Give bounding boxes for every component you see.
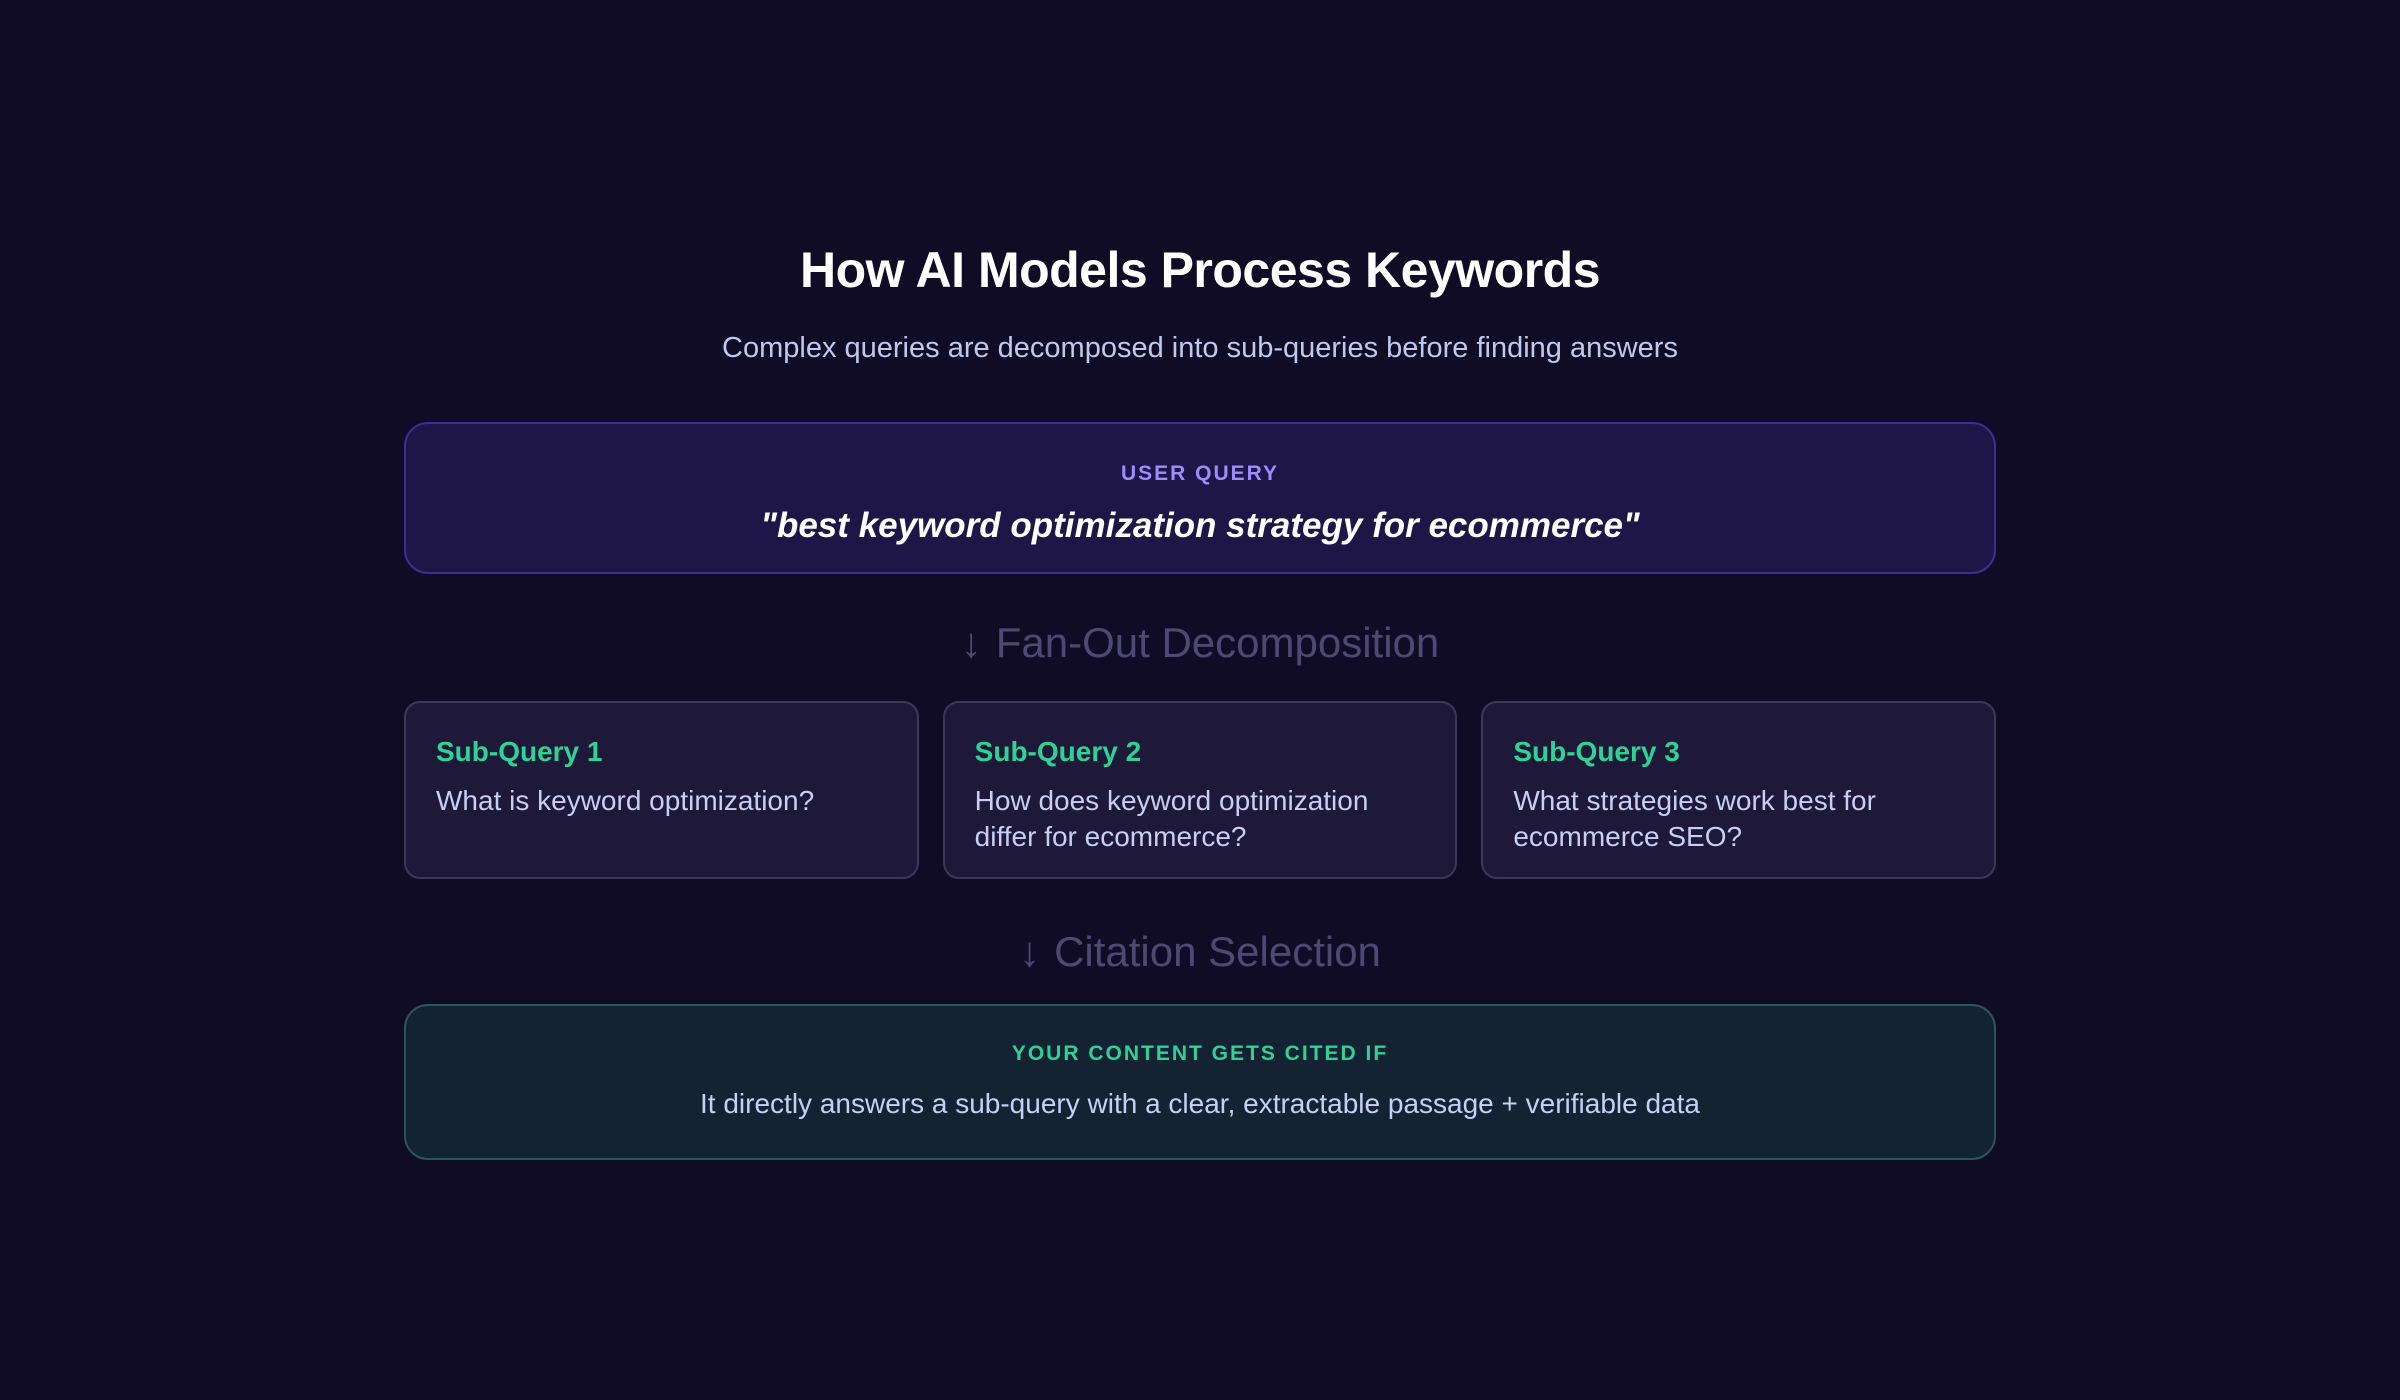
citation-criteria-box: YOUR CONTENT GETS CITED IF It directly a… [404, 1004, 1996, 1161]
stage-fan-out-label: Fan-Out Decomposition [995, 619, 1440, 667]
sub-query-1-text: What is keyword optimization? [436, 785, 815, 817]
user-query-label: USER QUERY [1120, 462, 1280, 486]
sub-query-2-title: Sub-Query 2 [974, 736, 1142, 768]
stage-fan-out-decomposition: ↓ Fan-Out Decomposition [404, 620, 1996, 666]
down-arrow-icon: ↓ [1019, 928, 1041, 976]
sub-query-3-title: Sub-Query 3 [1513, 736, 1680, 768]
page-title: How AI Models Process Keywords [799, 242, 1601, 298]
sub-query-card-1: Sub-Query 1 What is keyword optimization… [404, 701, 919, 880]
down-arrow-icon: ↓ [960, 619, 982, 667]
sub-query-cards-row: Sub-Query 1 What is keyword optimization… [404, 701, 1997, 880]
sub-query-2-text: How does keyword optimization differ for… [974, 785, 1369, 853]
content-column: How AI Models Process Keywords Complex q… [404, 0, 1997, 1161]
stage-citation-label: Citation Selection [1054, 928, 1381, 976]
user-query-box: USER QUERY "best keyword optimization st… [404, 422, 1996, 575]
page-subtitle: Complex queries are decomposed into sub-… [722, 332, 1678, 364]
sub-query-card-2: Sub-Query 2 How does keyword optimizatio… [942, 701, 1458, 880]
sub-query-card-3: Sub-Query 3 What strategies work best fo… [1481, 701, 1997, 880]
sub-query-3-text: What strategies work best for ecommerce … [1513, 785, 1876, 853]
stage-citation-selection: ↓ Citation Selection [404, 929, 1996, 975]
sub-query-1-title: Sub-Query 1 [436, 736, 603, 768]
citation-criteria-label: YOUR CONTENT GETS CITED IF [1011, 1042, 1389, 1066]
citation-criteria-text: It directly answers a sub-query with a c… [700, 1088, 1700, 1120]
user-query-text: "best keyword optimization strategy for … [760, 506, 1640, 546]
